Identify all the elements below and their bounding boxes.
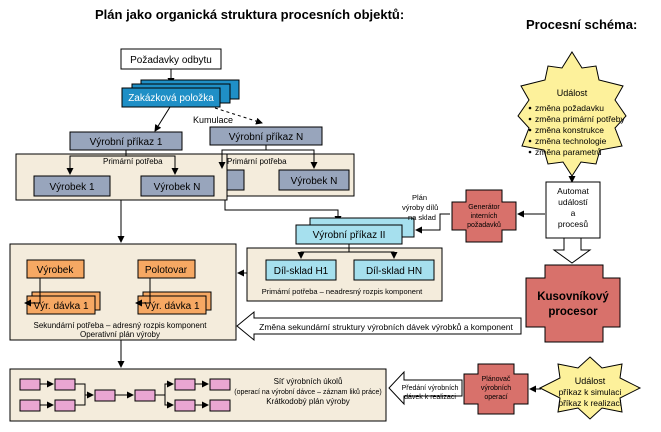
arrow-order-to-command1 <box>154 106 171 132</box>
parts-plan-label-1: Plán <box>412 193 427 202</box>
task-node <box>174 399 196 412</box>
handover-label-1: Předání výrobních <box>402 385 459 392</box>
arrow-generator-to-order-II <box>415 213 450 234</box>
parts-plan-label-2: výroby dílů <box>402 203 438 212</box>
production-order-N-label: Výrobní příkaz N <box>229 132 303 143</box>
automat-label-3: a <box>571 208 576 218</box>
production-order-1-label: Výrobní příkaz 1 <box>90 137 163 148</box>
product-label: Výrobek <box>37 265 75 276</box>
task-node <box>94 389 116 402</box>
primary-need-label-back: Primární potřeba <box>227 157 287 166</box>
product-N-label-back: Výrobek N <box>291 176 338 187</box>
batch-handover-arrow <box>388 370 463 406</box>
cumulation-label: Kumulace <box>193 115 233 125</box>
semiproduct-label: Polotovar <box>145 265 188 276</box>
batch-1-label-b: Výr. dávka 1 <box>144 301 199 312</box>
planner-label-1: Plánovač <box>482 376 511 383</box>
operations-planner <box>463 363 529 415</box>
event-title: Událost <box>557 88 588 98</box>
bom-processor <box>525 264 621 343</box>
generator-label-3: požadavků <box>467 221 501 229</box>
event-item: změna primární potřeby <box>535 114 626 124</box>
part-H1-box <box>265 259 337 281</box>
simulation-event-star <box>538 356 642 420</box>
generator-label-2: interních <box>471 213 498 220</box>
secondary-structure-change-label: Změna sekundární struktury výrobních dáv… <box>259 322 513 332</box>
bom-processor-label-1: Kusovníkový <box>537 291 609 303</box>
arrow-automat-to-bom <box>552 237 592 264</box>
task-node <box>54 378 76 391</box>
product-N-box <box>140 175 215 197</box>
production-order-II-label: Výrobní příkaz II <box>313 230 386 241</box>
order-item-label: Zakázková položka <box>128 93 214 104</box>
event-item: změna konstrukce <box>535 125 604 135</box>
product-1-label: Výrobek 1 <box>49 182 94 193</box>
side-title: Procesní schéma: <box>526 17 637 32</box>
task-network-sublabel: (operací na výrobní dávce – záznam liků … <box>234 388 381 396</box>
planner-label-3: operací <box>484 394 507 401</box>
simulation-event-title: Událost <box>575 376 606 386</box>
connector-order1-products <box>66 150 127 175</box>
part-HN-box <box>353 259 435 281</box>
handover-label-2: dávek k realizaci <box>404 394 456 401</box>
generator-label-1: Generátor <box>468 204 500 211</box>
sales-requirements-label: Požadavky odbytu <box>130 55 212 66</box>
semiproduct-box <box>137 259 196 279</box>
short-term-plan-label: Krátkodobý plán výroby <box>266 397 350 406</box>
task-node <box>209 399 231 412</box>
part-H1-label: Díl-sklad H1 <box>274 266 329 277</box>
arrow-to-order-II <box>224 200 342 223</box>
product-N-box-back <box>278 169 350 191</box>
event-list: změna požadavku změna primární potřeby z… <box>528 103 626 157</box>
automat-label-1: Automat <box>557 186 589 196</box>
task-node <box>19 378 41 391</box>
batch-1-label-a: Výr. dávka 1 <box>33 301 88 312</box>
internal-requirements-generator <box>451 189 517 243</box>
task-node <box>209 378 231 391</box>
part-HN-label: Díl-sklad HN <box>366 266 422 277</box>
task-node <box>174 378 196 391</box>
product-N-label: Výrobek N <box>154 182 201 193</box>
task-node <box>134 389 156 402</box>
parts-plan-label-3: na sklad <box>408 213 436 222</box>
event-item: změna parametrů <box>535 147 602 157</box>
primary-need-nonaddress-label: Primární potřeba – neadresný rozpis komp… <box>262 287 423 296</box>
primary-need-label: Primární potřeba <box>103 157 163 166</box>
order-item-box <box>121 87 221 108</box>
main-title: Plán jako organická struktura procesních… <box>95 7 404 22</box>
event-item: změna požadavku <box>535 103 604 113</box>
automat-label-2: událostí <box>558 197 588 207</box>
product-box <box>26 259 85 279</box>
bom-processor-label-2: procesor <box>548 306 598 318</box>
operative-plan-label: Operativní plán výroby <box>80 330 160 339</box>
task-network-label: Síť výrobních úkolů <box>274 377 343 386</box>
secondary-need-label: Sekundární potřeba – adresný rozpis komp… <box>34 321 208 330</box>
arrow-order-to-commandN <box>214 107 263 125</box>
simulation-command-label: příkaz k simulaci <box>559 387 622 397</box>
product-1-box <box>33 175 111 197</box>
task-network <box>19 378 231 412</box>
task-network-panel <box>9 368 387 422</box>
secondary-structure-change-arrow <box>236 310 522 342</box>
planner-label-2: výrobních <box>481 385 511 392</box>
realization-command-label: příkaz k realizaci <box>558 398 621 408</box>
connector-orderN-products <box>218 145 267 169</box>
automat-label-4: procesů <box>558 219 589 229</box>
task-node <box>19 399 41 412</box>
task-node <box>54 399 76 412</box>
event-item: změna technologie <box>535 136 607 146</box>
